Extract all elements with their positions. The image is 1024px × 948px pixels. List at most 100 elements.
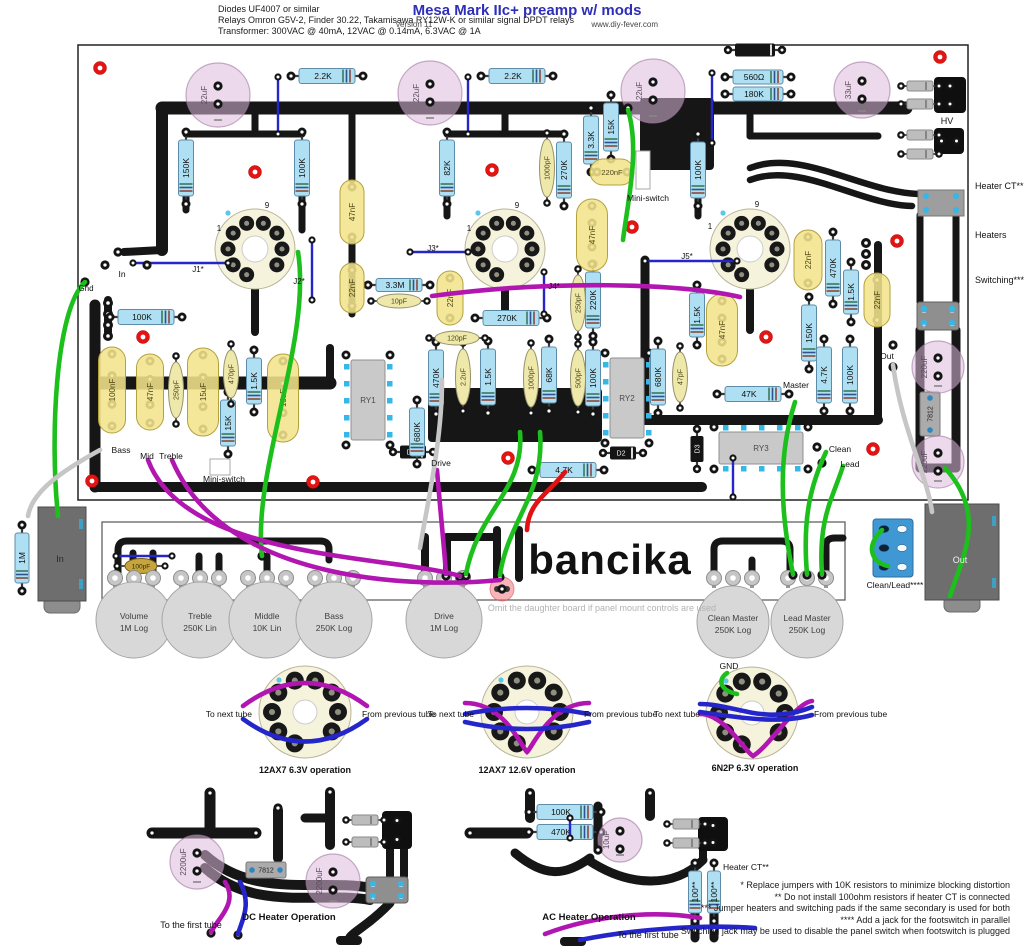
wire-magenta <box>145 457 463 579</box>
footnote-line: *** Jumper heaters and switching pads if… <box>700 903 1010 914</box>
wire-green <box>497 429 543 578</box>
wire-green <box>620 107 636 243</box>
svg-text:2.2K: 2.2K <box>314 71 332 81</box>
wire-blue <box>240 716 370 744</box>
label-to-next-tube: To next tube <box>654 709 701 719</box>
svg-text:82K: 82K <box>442 160 452 175</box>
svg-text:150K: 150K <box>181 158 191 178</box>
svg-text:250pF: 250pF <box>576 293 583 313</box>
capacitor-47nF: 47nF <box>339 179 365 245</box>
mount-hole <box>306 475 320 489</box>
jumper-resistor <box>342 836 388 848</box>
resistor-68K: 68K <box>541 334 557 416</box>
svg-text:Clean Master: Clean Master <box>708 613 759 623</box>
svg-text:22uF: 22uF <box>412 84 421 102</box>
resistor-560Ω: 560Ω <box>720 69 796 85</box>
bridge-rectifier: ~~+− <box>365 876 409 904</box>
copper-trace <box>345 898 395 942</box>
footnote-line: * Replace jumpers with 10K resistors to … <box>740 880 1010 890</box>
copper-trace <box>114 537 333 582</box>
note-line: Diodes UF4007 or similar <box>218 4 320 14</box>
svg-text:22nF: 22nF <box>804 251 813 269</box>
label-to-the-first-tube: To the first tube <box>160 920 222 930</box>
label-from-previous-tube: From previous tube <box>814 709 887 719</box>
capacitor-100nF: 100nF <box>98 346 126 434</box>
footnote-line: ** Do not install 100ohm resistors if he… <box>774 891 1010 902</box>
footnotes: * Replace jumpers with 10K resistors to … <box>390 880 1010 938</box>
svg-text:100K: 100K <box>845 365 855 385</box>
capacitor-15uF: 15uF <box>187 347 219 437</box>
resistor-680K: 680K <box>409 395 425 469</box>
resistor-2.2K: 2.2K <box>286 68 368 84</box>
label-from-previous-tube: From previous tube <box>362 709 435 719</box>
pad-column <box>861 238 871 270</box>
label-omit-the-daughter-board-if-panel-mount-controls-are-used: Omit the daughter board if panel mount c… <box>488 603 716 613</box>
capacitor-500pF: 500pF <box>570 340 586 416</box>
resistor-15K: 15K <box>220 387 236 459</box>
label-j4: J4* <box>548 282 560 291</box>
copper-trace <box>510 848 595 877</box>
svg-text:2.2K: 2.2K <box>504 71 522 81</box>
resistor-1M: 1M <box>14 520 30 596</box>
svg-text:2.2uF: 2.2uF <box>461 368 468 386</box>
resistor-1.5K: 1.5K <box>246 345 262 417</box>
svg-text:470K: 470K <box>828 258 838 278</box>
top-left-notes: Diodes UF4007 or similar Relays Omron G5… <box>218 4 574 37</box>
wire-blue <box>462 719 592 732</box>
svg-text:1.5K: 1.5K <box>249 372 259 390</box>
label-clean-lead: Clean/Lead**** <box>867 580 924 590</box>
version-label: version 11 <box>396 20 433 29</box>
mini-switch-outline <box>209 458 231 476</box>
svg-text:Middle: Middle <box>254 611 279 621</box>
svg-text:250K Log: 250K Log <box>789 625 826 635</box>
wire-green <box>52 279 88 519</box>
resistor-270K: 270K <box>470 310 552 326</box>
svg-text:100K: 100K <box>551 807 571 817</box>
capacitor-22nF: 22nF <box>793 229 823 291</box>
capacitor-10pF: 10pF <box>367 293 431 309</box>
svg-text:33uF: 33uF <box>844 81 853 99</box>
label-9: 9 <box>265 201 270 210</box>
svg-text:47nF: 47nF <box>146 383 155 401</box>
svg-text:22nF: 22nF <box>873 291 882 309</box>
svg-text:100K: 100K <box>297 158 307 178</box>
regulator-7812: 7812 <box>245 861 287 879</box>
wire-magenta <box>542 912 703 937</box>
mount-hole <box>759 330 773 344</box>
resistor-100**: 100** <box>707 858 721 926</box>
svg-text:D3: D3 <box>695 444 702 453</box>
svg-text:120pF: 120pF <box>447 336 467 343</box>
svg-text:3.3K: 3.3K <box>586 131 596 149</box>
label-treble: Treble <box>159 451 183 461</box>
svg-text:Bass: Bass <box>325 611 344 621</box>
label-to-the-first-tube: To the first tube <box>617 930 679 940</box>
svg-text:10pF: 10pF <box>391 299 407 306</box>
svg-text:−: − <box>950 323 954 330</box>
svg-text:10K Lin: 10K Lin <box>253 623 282 633</box>
resistor-470K: 470K <box>524 824 606 840</box>
resistor-3.3M: 3.3M <box>363 278 435 292</box>
electrolytic-2200uF: 2200uF <box>169 834 225 890</box>
label-drive: Drive <box>431 458 451 468</box>
svg-text:1.5K: 1.5K <box>483 368 493 386</box>
resistor-47K: 47K <box>712 386 794 402</box>
capacitor-47nF: 47nF <box>136 353 164 431</box>
resistor-2.2K: 2.2K <box>476 68 558 84</box>
resistor-100K: 100K <box>842 334 858 416</box>
resistor-100K: 100K <box>105 309 187 325</box>
label-heaters: Heaters <box>975 230 1007 240</box>
wire-magenta <box>462 700 592 755</box>
svg-text:47nF: 47nF <box>348 203 357 221</box>
pin-index-dot <box>723 678 729 684</box>
resistor-180K: 180K <box>720 86 796 102</box>
tube-socket <box>258 665 352 759</box>
terminal-strip <box>872 518 914 578</box>
capacitor-250pF: 250pF <box>168 352 184 428</box>
svg-text:47K: 47K <box>741 389 756 399</box>
svg-text:250K Log: 250K Log <box>316 623 353 633</box>
svg-text:+: + <box>371 896 375 903</box>
wire-blue <box>697 709 815 722</box>
svg-text:47pF: 47pF <box>678 369 685 385</box>
svg-text:15K: 15K <box>223 415 233 430</box>
